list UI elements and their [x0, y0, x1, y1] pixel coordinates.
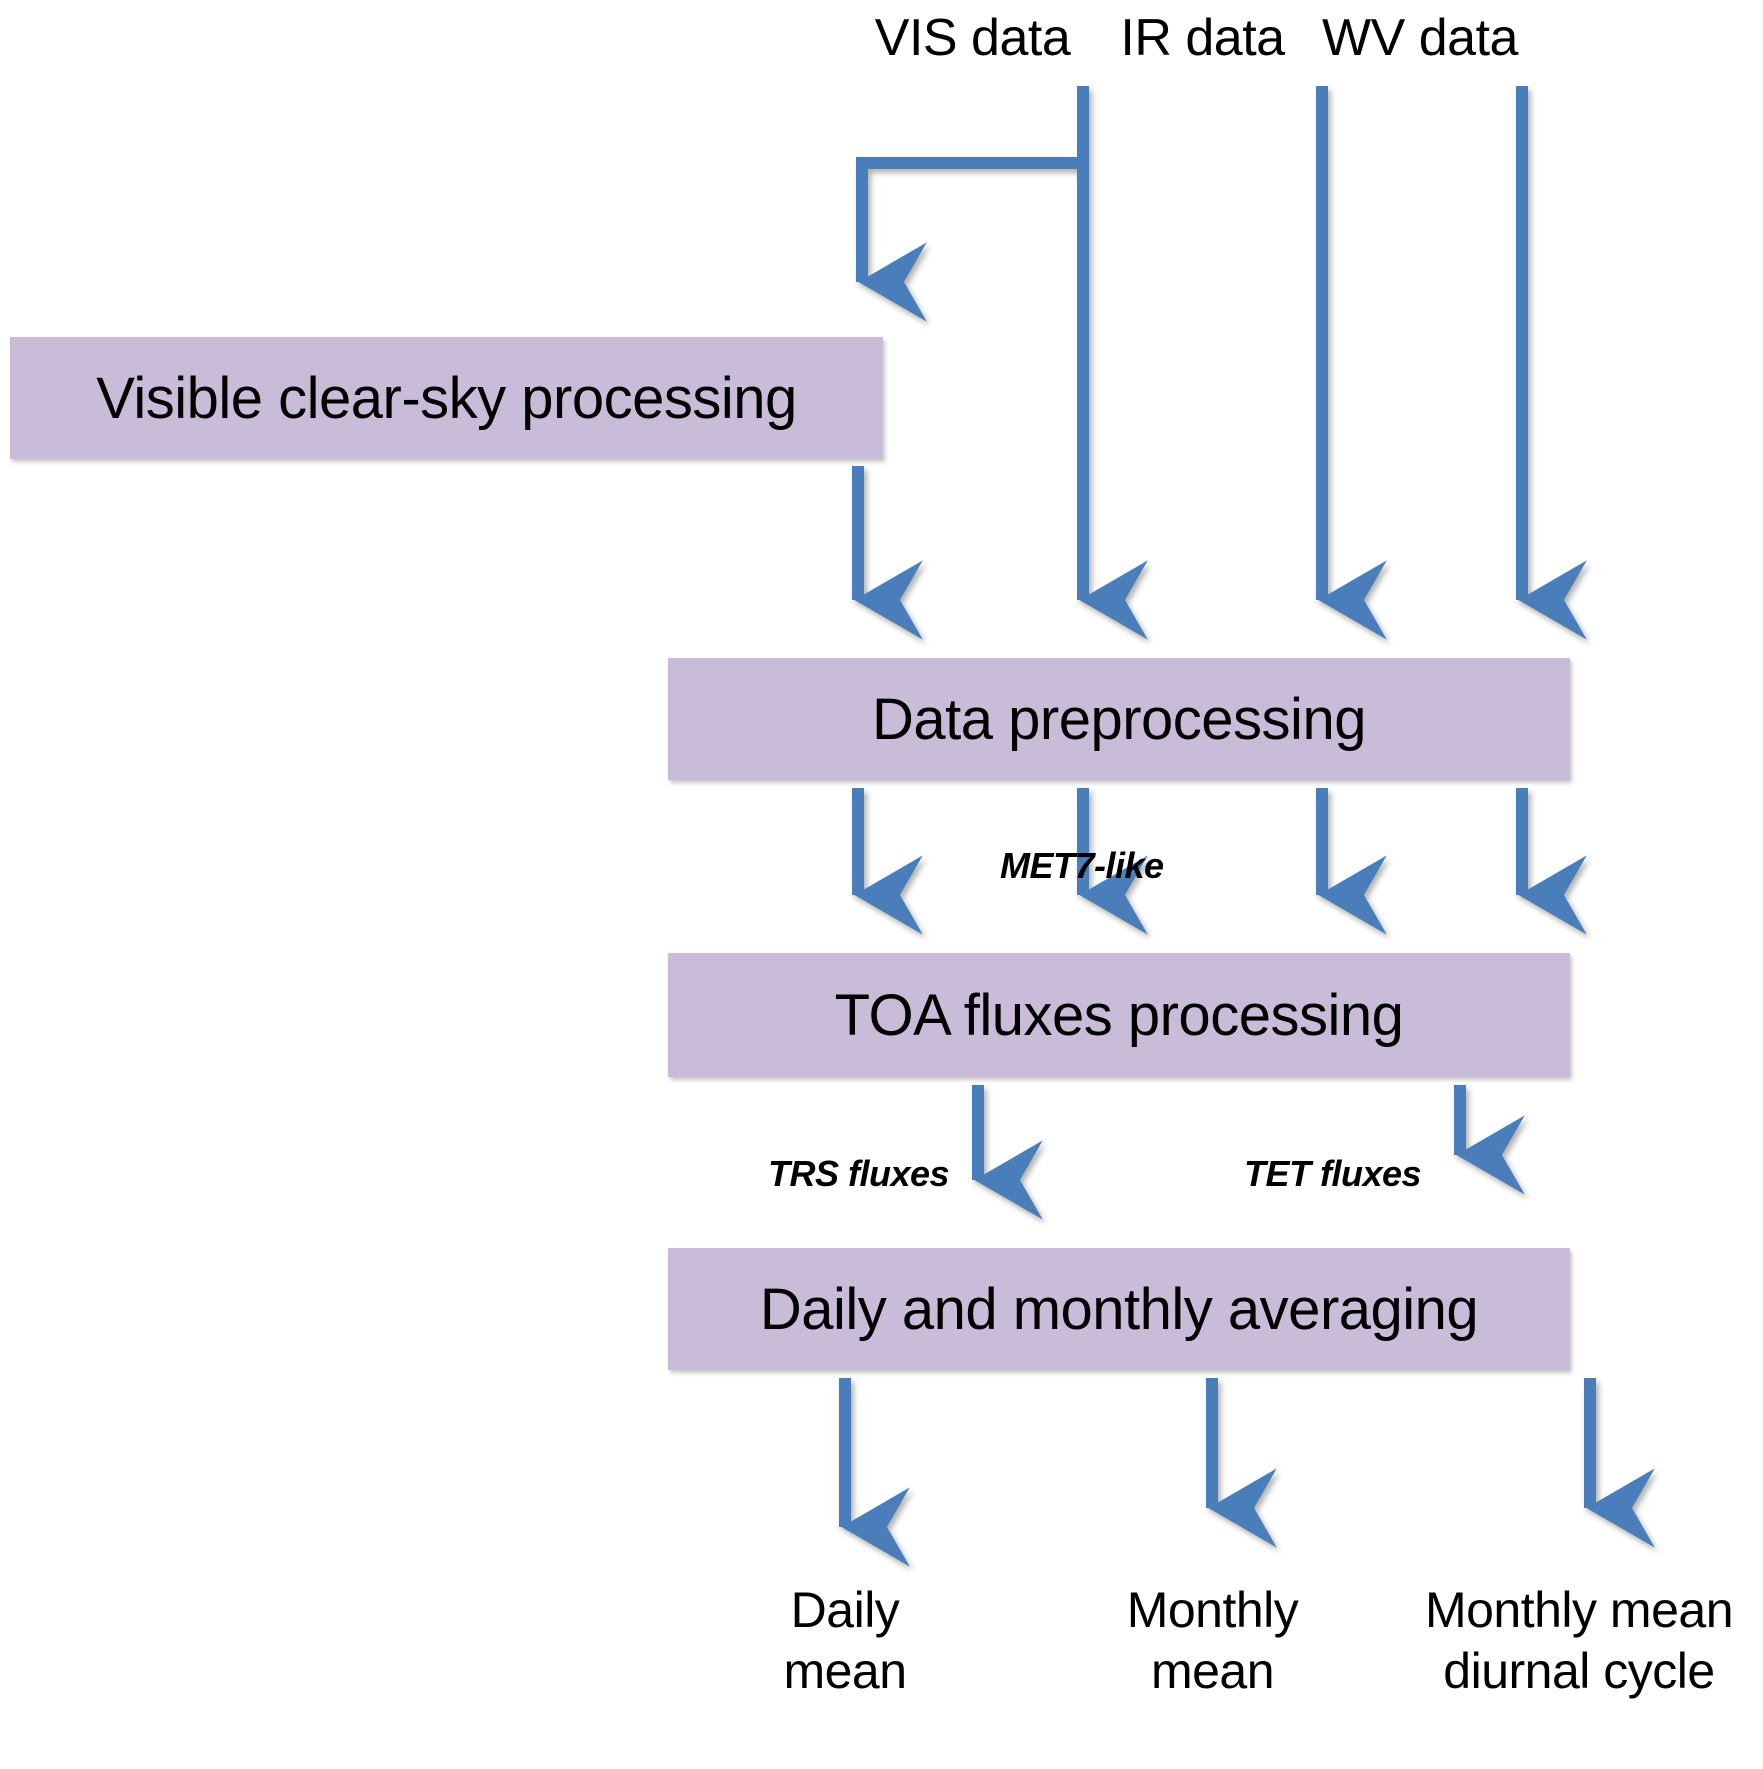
- arrow-vis-to-visible-clear-sky: [856, 86, 1089, 322]
- output-label-monthly-mean-diurnal-cycle: Monthly mean diurnal cycle: [1424, 1582, 1734, 1699]
- edge-label-tet-fluxes: TET fluxes: [1244, 1153, 1422, 1194]
- output-label-monthly-mean: Monthly mean: [1126, 1582, 1299, 1699]
- edge-label-trs-fluxes: TRS fluxes: [768, 1153, 950, 1194]
- source-label-ir: IR data: [1120, 9, 1285, 67]
- edge-label-met7-like: MET7-like: [1000, 845, 1164, 886]
- process-box-daily-and-monthly-averaging[interactable]: Daily and monthly averaging: [668, 1248, 1570, 1370]
- output-label-daily-mean: Daily mean: [783, 1582, 907, 1699]
- process-box-toa-fluxes-processing[interactable]: TOA fluxes processing: [668, 953, 1570, 1077]
- source-label-vis: VIS data: [874, 9, 1071, 67]
- process-box-data-preprocessing[interactable]: Data preprocessing: [668, 658, 1570, 780]
- source-label-wv: WV data: [1322, 9, 1518, 67]
- process-box-visible-clear-sky-processing[interactable]: Visible clear-sky processing: [10, 337, 883, 459]
